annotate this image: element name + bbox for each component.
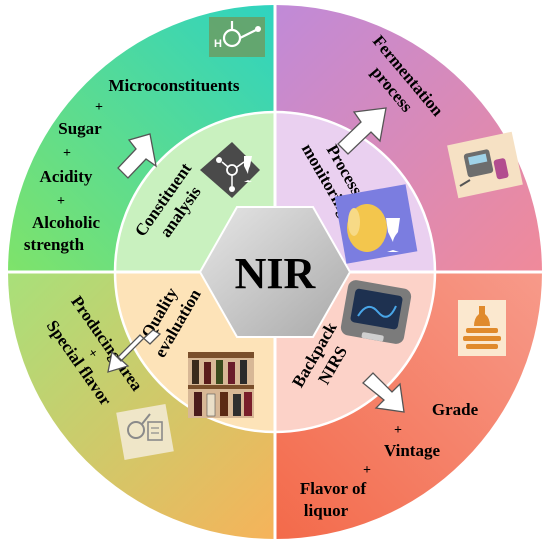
backpack-plus-2: + — [363, 463, 371, 478]
svg-text:H: H — [214, 38, 222, 50]
constituent-item-strength: strength — [24, 235, 85, 254]
molecule-wine-glass-icon — [200, 142, 260, 198]
inner-ring-border — [113, 110, 437, 434]
backpack-plus-1: + — [394, 423, 402, 438]
constituent-plus-2: + — [63, 146, 71, 161]
lab-document-icon — [116, 404, 174, 460]
arrow-up-right — [337, 107, 387, 155]
center-label: NIR — [235, 249, 317, 298]
constituent-plus-1: + — [95, 100, 103, 115]
constituent-item-alcoholic: Alcoholic — [32, 213, 100, 232]
center-hexagon — [198, 206, 352, 338]
constituent-item-microconstituents: Microconstituents — [109, 76, 240, 95]
wine-barrel-glass-icon — [334, 184, 418, 264]
backpack-item-vintage: Vintage — [384, 441, 440, 460]
constituent-plus-3: + — [57, 194, 65, 209]
backpack-item-grade: Grade — [432, 400, 479, 419]
arrow-up-left — [117, 133, 157, 179]
molecule-icon: H — [209, 17, 265, 57]
fermentation-equipment-icon — [447, 131, 523, 199]
arrow-down-left — [107, 329, 162, 373]
backpack-item-flavor-of: Flavor of — [300, 479, 367, 498]
backpack-item-liquor: liquor — [304, 501, 349, 520]
liquor-bottle-stack-icon — [458, 300, 506, 356]
arrow-down-right — [362, 372, 405, 413]
constituent-item-sugar: Sugar — [58, 119, 102, 138]
constituent-item-acidity: Acidity — [40, 167, 93, 186]
handheld-nirs-device-icon — [340, 280, 412, 344]
wine-bottles-shelf-icon — [188, 352, 254, 418]
